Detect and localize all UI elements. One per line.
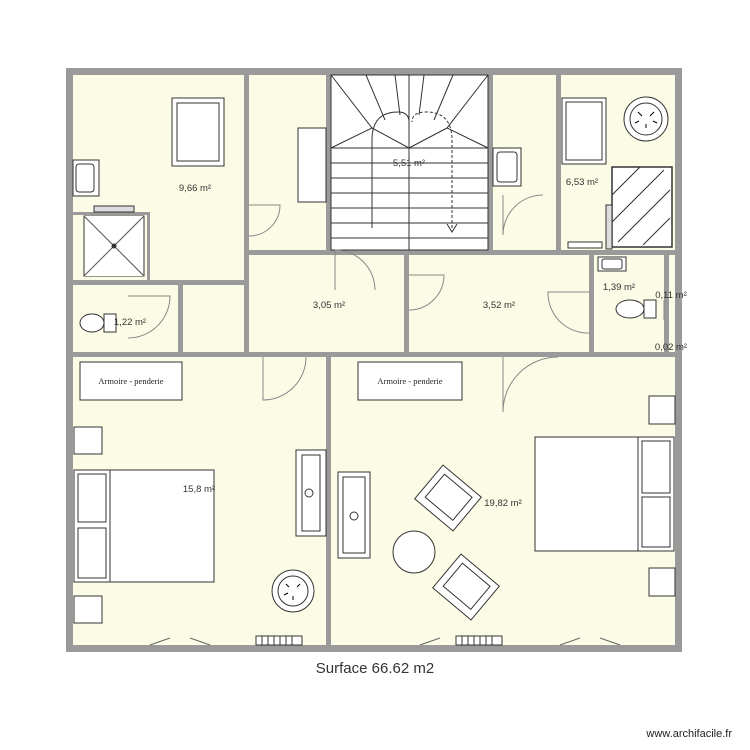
round-table bbox=[392, 530, 436, 574]
nightstand-left-bottom bbox=[73, 595, 103, 624]
area-bedroom-right: 19,82 m² bbox=[484, 498, 522, 509]
area-wc-left: 1,22 m² bbox=[114, 317, 146, 328]
wardrobe-left: Armoire - penderie bbox=[79, 361, 183, 401]
toilet-left bbox=[79, 313, 117, 333]
shower-right bbox=[605, 166, 673, 250]
round-basin-top-right bbox=[623, 96, 669, 142]
staircase-steps bbox=[330, 74, 489, 251]
watermark: www.archifacile.fr bbox=[646, 728, 732, 740]
wardrobe-left-label: Armoire - penderie bbox=[98, 376, 163, 386]
desk-left bbox=[295, 449, 327, 537]
round-object-left bbox=[271, 569, 315, 613]
towel-rail bbox=[567, 241, 603, 249]
armchair-top bbox=[414, 464, 482, 532]
nightstand-right-top bbox=[648, 395, 676, 425]
area-closet-small: 0,11 m² bbox=[655, 290, 687, 301]
area-top-left-bedroom: 9,66 m² bbox=[179, 183, 211, 194]
sink-top-left bbox=[72, 159, 100, 197]
area-bedroom-left: 15,8 m² bbox=[183, 484, 215, 495]
walls bbox=[66, 68, 682, 652]
surface-total: Surface 66.62 m2 bbox=[315, 660, 435, 677]
shower-left bbox=[83, 205, 145, 277]
bed-right bbox=[534, 436, 675, 552]
armchair-bottom bbox=[432, 553, 500, 621]
toilet-right bbox=[615, 299, 657, 319]
small-sink-wc-right bbox=[597, 256, 627, 272]
area-staircase: 5,51 m² bbox=[393, 158, 425, 169]
area-closet-tiny: 0,02 m² bbox=[655, 342, 687, 353]
area-top-right-bathroom: 6,53 m² bbox=[566, 177, 598, 188]
radiators bbox=[255, 635, 503, 646]
area-wc-right: 1,39 m² bbox=[603, 282, 635, 293]
bed-top-left bbox=[171, 97, 225, 167]
desk-right bbox=[337, 471, 371, 559]
area-hallway-left: 3,05 m² bbox=[313, 300, 345, 311]
wardrobe-right: Armoire - penderie bbox=[357, 361, 463, 401]
sink-top-right bbox=[492, 147, 522, 187]
bed-left bbox=[73, 469, 215, 583]
wardrobe-right-label: Armoire - penderie bbox=[377, 376, 442, 386]
area-hallway-right: 3,52 m² bbox=[483, 300, 515, 311]
bathtub-right bbox=[561, 97, 607, 165]
doors bbox=[127, 194, 665, 413]
nightstand-right-bottom bbox=[648, 567, 676, 597]
wall-furniture-staircase-side bbox=[297, 127, 327, 203]
nightstand-left-top bbox=[73, 426, 103, 455]
